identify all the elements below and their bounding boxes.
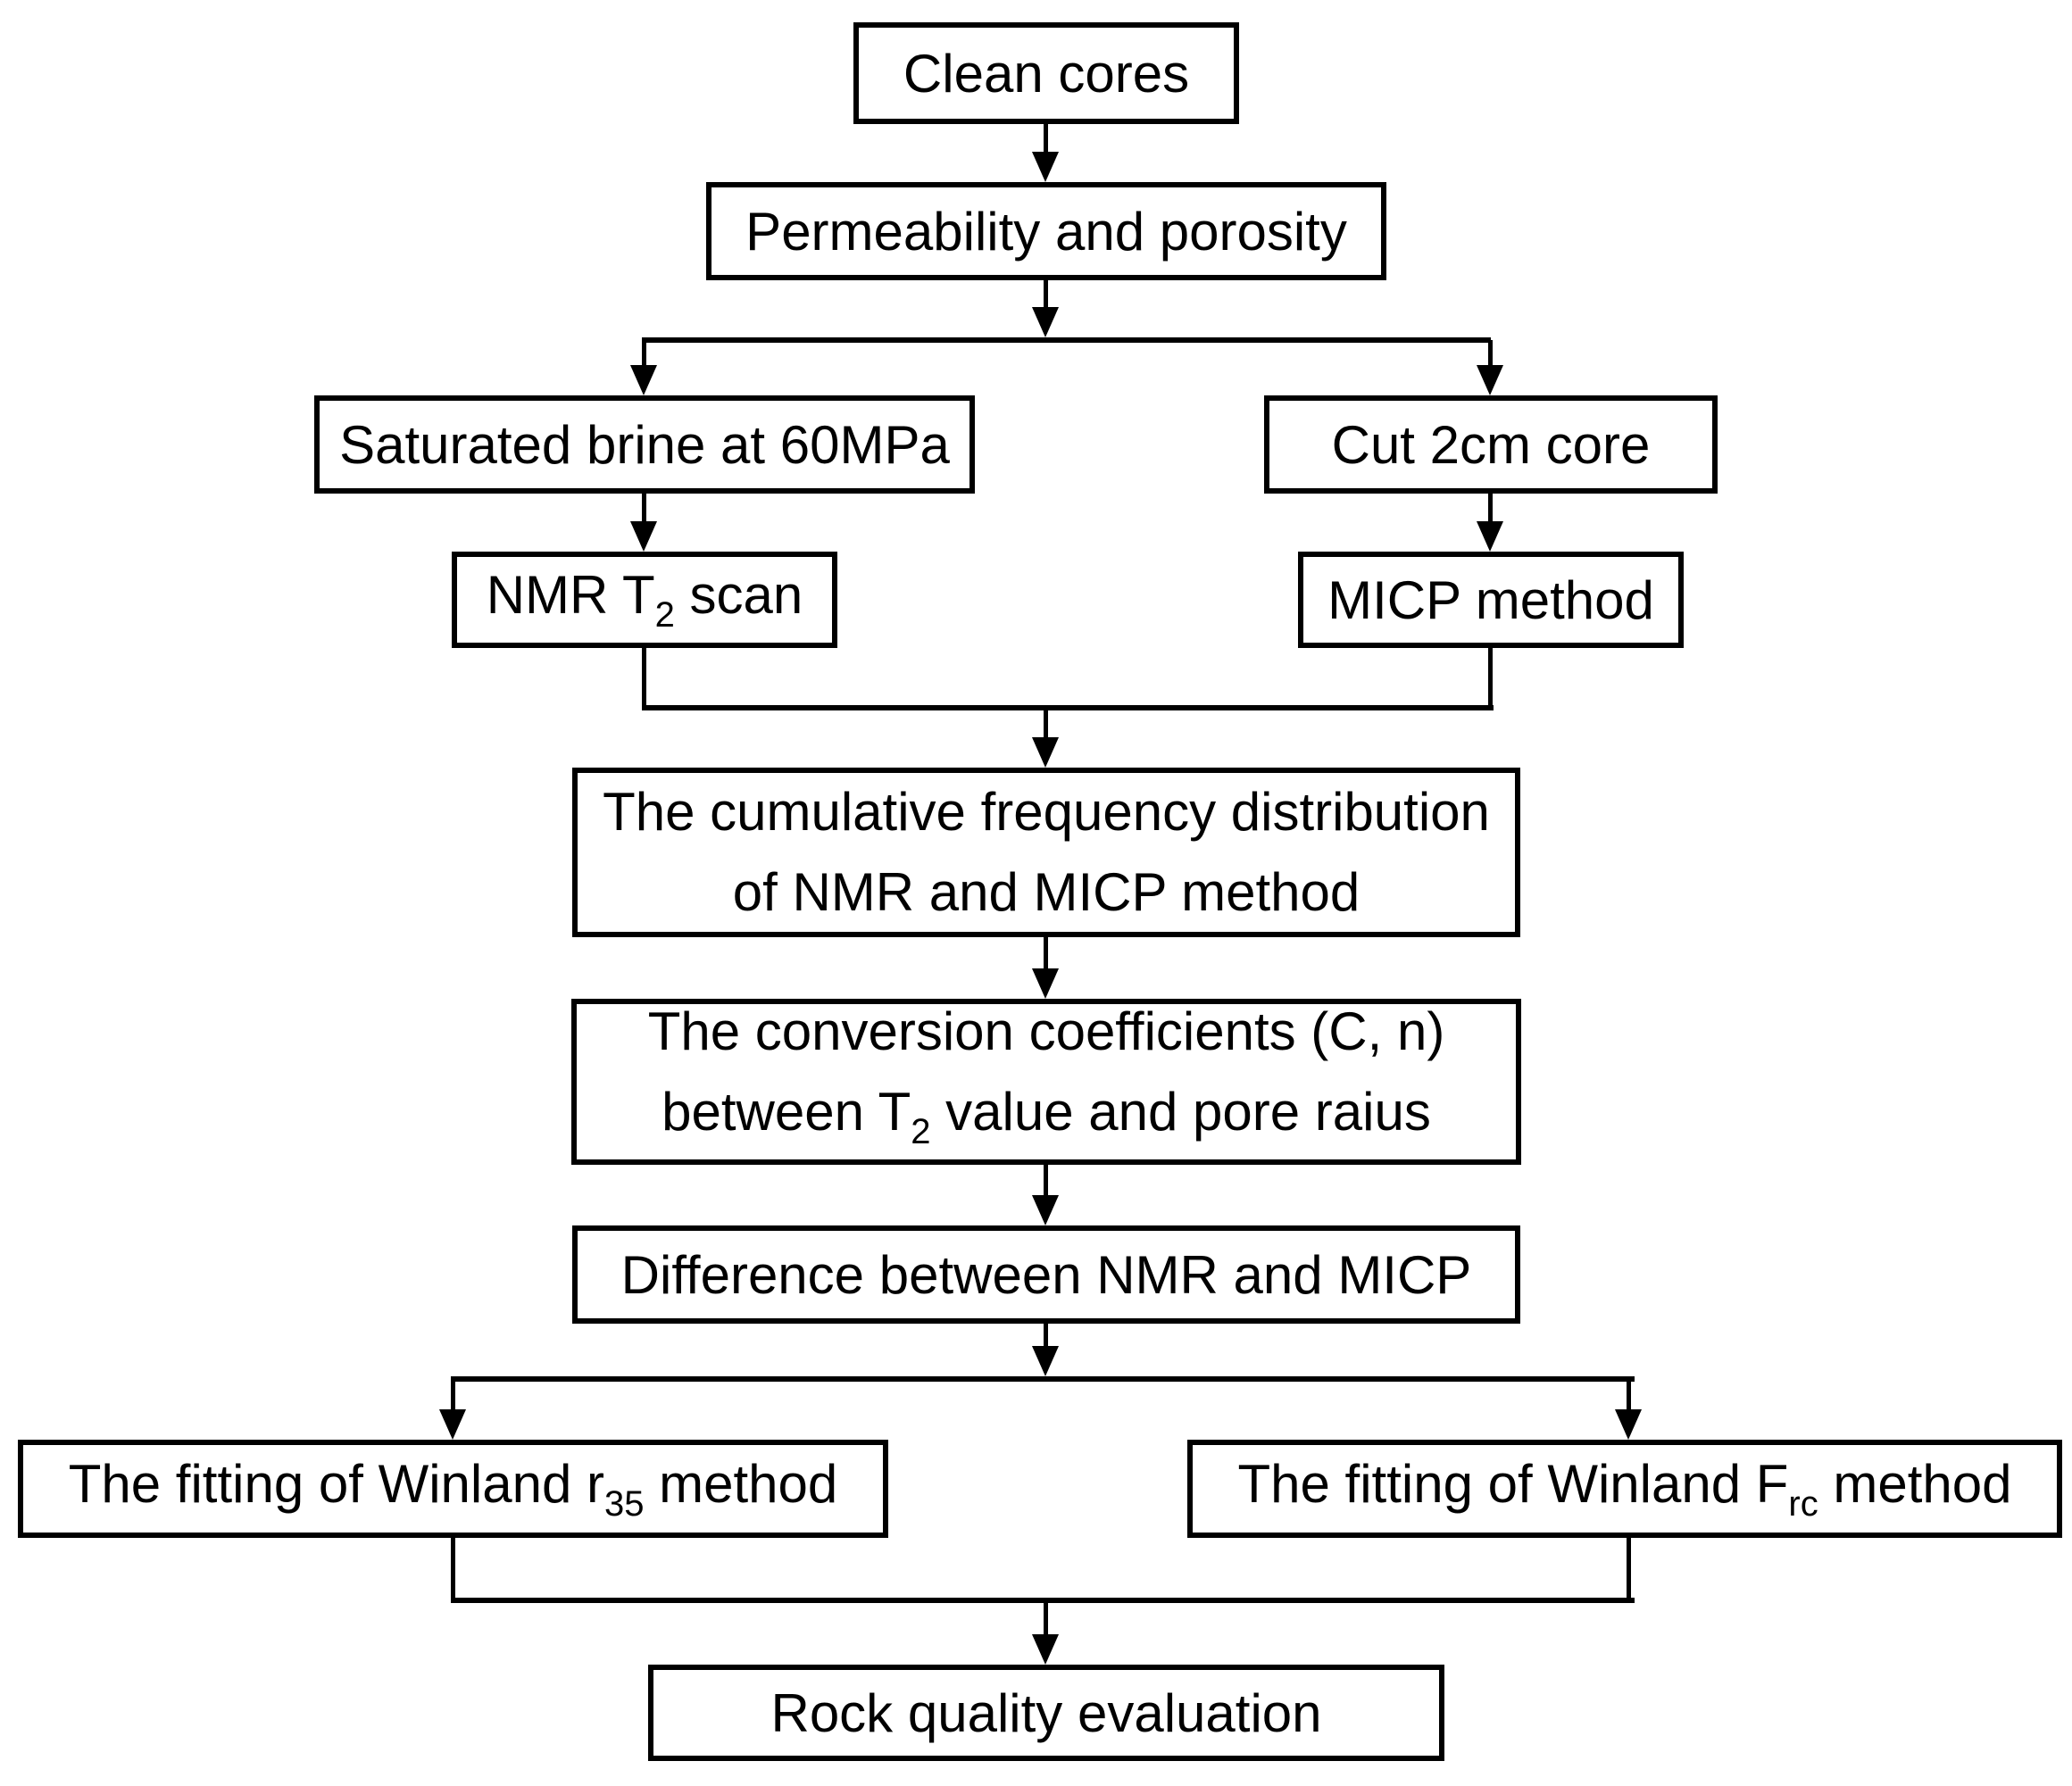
flow-box-clean-cores: Clean cores xyxy=(853,22,1239,124)
connector-split-to-r35-line xyxy=(451,1380,455,1409)
connector-clean-to-permeability-line xyxy=(1044,124,1048,152)
arrowhead-down-icon xyxy=(1032,1195,1059,1225)
connector-permeability-to-split-line xyxy=(1044,278,1048,307)
connector-split-to-frc-line xyxy=(1627,1380,1631,1409)
box-label: Permeability and porosity xyxy=(745,201,1347,262)
connector-merge-to-rockquality-line xyxy=(1044,1603,1048,1634)
connector-conversion-to-difference-line xyxy=(1044,1163,1048,1195)
box-label: The fitting of Winland r35 method xyxy=(68,1454,838,1524)
connector-cutcore-to-micp-line xyxy=(1488,492,1493,521)
connector-frc-to-merge-line xyxy=(1627,1538,1631,1600)
connector-cumulative-to-conversion-line xyxy=(1044,935,1048,968)
merge-line-bottom xyxy=(451,1598,1635,1603)
box-label-line1: The conversion coefficients (C, n) xyxy=(647,1001,1445,1061)
arrowhead-down-icon xyxy=(439,1409,466,1440)
box-label: Clean cores xyxy=(903,43,1190,104)
box-label: MICP method xyxy=(1327,569,1654,630)
box-label: Difference between NMR and MICP xyxy=(620,1244,1472,1305)
flow-box-conversion-coefficients: The conversion coefficients (C, n) betwe… xyxy=(571,999,1521,1165)
arrowhead-down-icon xyxy=(1032,1634,1059,1665)
box-label: The fitting of Winland Frc method xyxy=(1237,1454,2012,1524)
box-label-line2: of NMR and MICP method xyxy=(732,862,1361,922)
flow-box-winland-frc-fitting: The fitting of Winland Frc method xyxy=(1187,1440,2062,1538)
connector-merge-to-cumulative-line xyxy=(1044,710,1048,737)
connector-split-to-saturated-line xyxy=(642,340,646,365)
arrowhead-down-icon xyxy=(1477,365,1503,395)
subscript-text: rc xyxy=(1788,1484,1818,1524)
box-label-line1: The cumulative frequency distribution xyxy=(603,782,1490,842)
arrowhead-down-icon xyxy=(1032,1346,1059,1376)
arrowhead-down-icon xyxy=(630,521,657,552)
flow-box-micp-method: MICP method xyxy=(1298,552,1684,648)
flow-box-winland-r35-fitting: The fitting of Winland r35 method xyxy=(18,1440,888,1538)
flow-box-rock-quality-evaluation: Rock quality evaluation xyxy=(648,1665,1444,1761)
subscript-text: 35 xyxy=(603,1484,645,1524)
branch-split-line-top xyxy=(642,337,1491,343)
connector-r35-to-merge-line xyxy=(451,1538,455,1600)
flow-box-nmr-t2-scan: NMR T2 scan xyxy=(452,552,837,648)
subscript-text: 2 xyxy=(911,1112,931,1151)
box-label: NMR T2 scan xyxy=(486,565,803,635)
arrowhead-down-icon xyxy=(1032,152,1059,182)
connector-nmr-to-merge-line xyxy=(642,648,646,708)
arrowhead-down-icon xyxy=(1032,968,1059,999)
flow-box-saturated-brine: Saturated brine at 60MPa xyxy=(314,395,975,494)
arrowhead-down-icon xyxy=(1032,737,1059,768)
box-label-line2: between T2 value and pore raius xyxy=(662,1082,1431,1151)
box-label: Cut 2cm core xyxy=(1331,414,1651,475)
arrowhead-down-icon xyxy=(1477,521,1503,552)
merge-line-top xyxy=(642,705,1494,710)
flow-box-cut-2cm-core: Cut 2cm core xyxy=(1264,395,1718,494)
connector-difference-to-split-line xyxy=(1044,1322,1048,1346)
branch-split-line-bottom xyxy=(451,1376,1635,1382)
arrowhead-down-icon xyxy=(630,365,657,395)
flow-box-permeability-porosity: Permeability and porosity xyxy=(706,182,1386,280)
arrowhead-down-icon xyxy=(1032,307,1059,337)
subscript-text: 2 xyxy=(654,595,675,635)
connector-saturated-to-nmr-line xyxy=(642,492,646,521)
connector-split-to-cutcore-line xyxy=(1488,340,1493,365)
flow-box-cumulative-frequency-distribution: The cumulative frequency distribution of… xyxy=(572,768,1520,937)
box-label: Saturated brine at 60MPa xyxy=(339,414,950,475)
box-label: Rock quality evaluation xyxy=(770,1682,1322,1743)
arrowhead-down-icon xyxy=(1615,1409,1642,1440)
flow-box-difference-nmr-micp: Difference between NMR and MICP xyxy=(572,1225,1520,1324)
connector-micp-to-merge-line xyxy=(1488,648,1493,708)
